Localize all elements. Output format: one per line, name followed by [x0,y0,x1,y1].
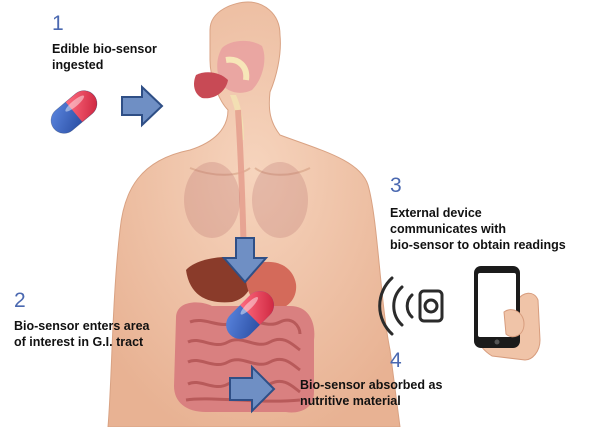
arrow-right-icon [122,87,162,125]
step-3-caption: External device communicates with bio-se… [390,205,566,253]
step-2-number: 2 [14,290,26,311]
capsule-icon [46,85,103,138]
step-2-caption: Bio-sensor enters area of interest in G.… [14,318,149,350]
step-1-number: 1 [52,13,64,34]
step-3-number: 3 [390,175,402,196]
step-4-caption: Bio-sensor absorbed as nutritive materia… [300,377,442,409]
step-4-number: 4 [390,350,402,371]
step-1-caption: Edible bio-sensor ingested [52,41,157,73]
signal-waves-icon [380,278,442,334]
smartphone-icon [474,266,540,360]
